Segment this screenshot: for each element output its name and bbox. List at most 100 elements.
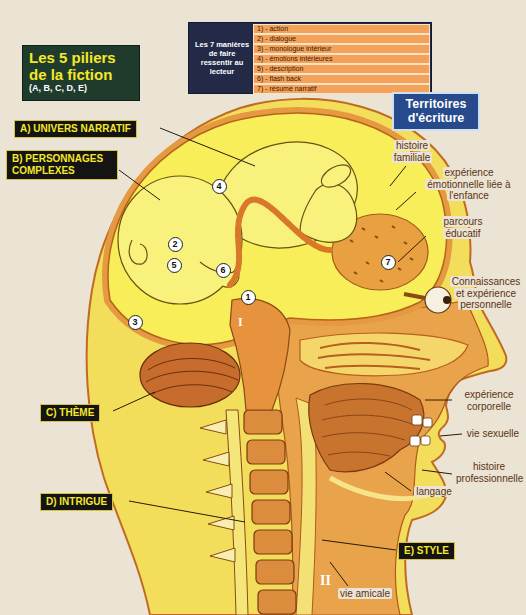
spine — [256, 560, 294, 584]
label-text: langage — [414, 486, 454, 497]
pillar-box: D) INTRIGUE — [40, 493, 113, 511]
pillar-box: C) THÈME — [40, 404, 100, 422]
node-text: 1 — [245, 293, 250, 302]
node-text: 3 — [132, 318, 137, 327]
leader-line — [119, 170, 160, 200]
leader-line — [396, 192, 416, 210]
leader-line — [322, 540, 396, 550]
leader-line — [113, 128, 462, 586]
eye — [404, 294, 425, 298]
spine — [200, 410, 296, 615]
node-text: 2) - dialogue — [257, 35, 426, 42]
territory-label: vie sexuelle — [464, 428, 522, 440]
list-cell: 4) - émotions intérieures — [253, 54, 430, 64]
list-cell: 3) - monologue intérieur — [253, 44, 430, 54]
pillar-box: E) STYLE — [398, 542, 455, 560]
node-text: (A, B, C, D, E) — [29, 83, 133, 95]
face-interior — [320, 343, 420, 350]
leader-line — [113, 392, 155, 411]
label-text: expérience émotionnelle liée à l'enfance — [425, 167, 512, 201]
callout-number: 6 — [216, 263, 231, 278]
territory-label: expérience corporelle — [454, 389, 524, 412]
numeral-text: II — [320, 573, 331, 588]
territory-label: vie amicale — [334, 588, 396, 600]
spine — [250, 470, 288, 494]
face-interior — [412, 415, 422, 425]
spine — [247, 440, 285, 464]
node-text: 7) - résumé narratif — [257, 85, 426, 92]
leader-line — [330, 562, 348, 586]
face-interior — [410, 436, 420, 446]
eye — [425, 287, 451, 313]
territory-label: expérience émotionnelle liée à l'enfance — [418, 167, 520, 202]
leader-line — [425, 400, 452, 401]
node-text: D) INTRIGUE — [46, 496, 107, 508]
leader-line — [160, 128, 255, 166]
face-interior — [322, 399, 414, 456]
callout-number: 2 — [168, 237, 183, 252]
cerebellum-and-brainstem — [230, 298, 290, 410]
cerebellum-and-brainstem — [146, 358, 238, 394]
node-text: 4 — [216, 182, 221, 191]
territory-label: langage — [412, 486, 456, 498]
list-cell: 5) - description — [253, 64, 430, 74]
spine — [244, 410, 282, 434]
heading-box: Territoires d'écriture — [392, 92, 480, 131]
fetus — [230, 200, 330, 285]
node-text: 7 — [385, 258, 390, 267]
spine — [258, 590, 296, 614]
node-text: 3) - monologue intérieur — [257, 45, 426, 52]
list-cell: 2) - dialogue — [253, 34, 430, 44]
eye — [443, 296, 451, 304]
leader-line — [390, 166, 406, 186]
cerebellum-and-brainstem — [140, 298, 290, 410]
face-interior — [270, 300, 488, 615]
face-interior — [300, 333, 468, 376]
face-interior — [423, 418, 432, 427]
node-text: 5) - description — [257, 65, 426, 72]
label-text: vie sexuelle — [465, 428, 521, 439]
callout-number: 3 — [128, 315, 143, 330]
node-text: E) STYLE — [404, 545, 449, 557]
node-text: C) THÈME — [46, 407, 94, 419]
callout-number: 7 — [381, 255, 396, 270]
face-interior — [309, 384, 424, 472]
territory-label: Connaissances et expérience personnelle — [448, 276, 524, 311]
leader-line — [385, 472, 411, 491]
node-text: 6) - flash back — [257, 75, 426, 82]
eye — [404, 287, 451, 313]
fetus — [118, 176, 242, 304]
spine — [252, 500, 290, 524]
spine — [200, 420, 235, 562]
callout-number: 1 — [241, 290, 256, 305]
territory-label: parcours éducatif — [426, 216, 500, 239]
fetus — [118, 130, 367, 304]
label-text: histoire professionnelle — [454, 461, 525, 484]
roman-numeral: I — [238, 315, 243, 330]
face-interior — [318, 354, 430, 360]
fetus — [129, 240, 147, 264]
node-text: 4) - émotions intérieures — [257, 55, 426, 62]
face-interior — [421, 436, 430, 445]
fetus — [300, 184, 357, 243]
node-text: Les 5 piliers de la fiction — [29, 50, 133, 83]
node-text: 2 — [172, 240, 177, 249]
placenta — [350, 226, 413, 282]
callout-number: 4 — [212, 179, 227, 194]
face-interior — [270, 300, 488, 615]
leader-line — [422, 470, 452, 474]
label-text: vie amicale — [338, 588, 392, 599]
node-text: A) UNIVERS NARRATIF — [20, 123, 131, 135]
face-interior — [325, 366, 420, 369]
label-text: expérience corporelle — [463, 389, 516, 412]
territory-label: histoire professionnelle — [454, 461, 524, 484]
leader-line — [398, 236, 426, 262]
leader-line — [440, 434, 462, 436]
title-box: Les 5 piliers de la fiction(A, B, C, D, … — [22, 45, 140, 101]
node-text: 6 — [220, 266, 225, 275]
territory-label: histoire familiale — [380, 140, 444, 163]
list-cell: 1) - action — [253, 24, 430, 34]
